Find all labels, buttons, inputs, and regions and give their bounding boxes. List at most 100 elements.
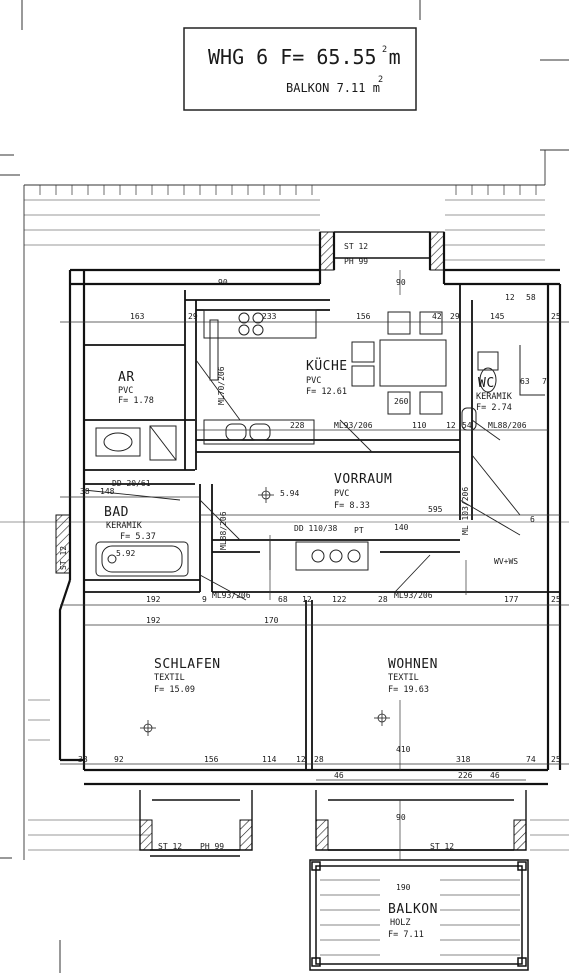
dim-value: 38 bbox=[80, 487, 90, 496]
label-ml: ML93/206 bbox=[394, 591, 433, 600]
label-dd: DD 110/38 bbox=[294, 524, 338, 533]
door-swings bbox=[83, 359, 521, 601]
room-ar: AR PVC F= 1.78 bbox=[118, 370, 154, 406]
dormers bbox=[139, 231, 527, 857]
wc-fixtures bbox=[461, 345, 545, 431]
center-marks bbox=[140, 487, 390, 736]
kitchen-counter bbox=[203, 309, 317, 445]
balcony bbox=[309, 859, 529, 971]
label-ph99: PH 99 bbox=[200, 842, 224, 851]
room-wohnen: WOHNEN TEXTIL F= 19.63 bbox=[388, 657, 438, 695]
dim-value: 46 bbox=[334, 771, 344, 780]
roof-eaves bbox=[23, 150, 569, 860]
dim-value: 38 bbox=[78, 755, 88, 764]
technical-labels: ST 12 PH 99 ST 12 PH 99 ST 12 ML93/206 M… bbox=[59, 242, 527, 851]
dim-value: 140 bbox=[394, 523, 409, 532]
label-dd: DD 20/61 bbox=[112, 479, 151, 488]
dim-value: 90 bbox=[396, 278, 406, 287]
dim-value: 46 bbox=[490, 771, 500, 780]
room-vorraum-name: VORRAUM bbox=[334, 472, 392, 487]
label-ml: ML93/206 bbox=[212, 591, 251, 600]
chimney-block bbox=[269, 540, 369, 571]
dim-value: 163 bbox=[130, 312, 145, 321]
dim-value: 58 bbox=[526, 293, 536, 302]
dim-value: 12 bbox=[302, 595, 312, 604]
dim-value: 192 bbox=[146, 616, 161, 625]
room-schlafen-floor: TEXTIL bbox=[154, 673, 185, 683]
window-jambs bbox=[55, 231, 527, 851]
dim-value: 6 bbox=[530, 515, 535, 524]
room-schlafen: SCHLAFEN TEXTIL F= 15.09 bbox=[154, 657, 221, 695]
room-kuche-area: F= 12.61 bbox=[306, 387, 347, 397]
dim-value: 114 bbox=[262, 755, 277, 764]
label-st12: ST 12 bbox=[158, 842, 182, 851]
dim-value: 28 bbox=[378, 595, 388, 604]
label-ph99: PH 99 bbox=[344, 257, 368, 266]
dim-value: 25 bbox=[551, 755, 561, 764]
dim-value: 54 bbox=[462, 421, 472, 430]
dim-value: 29 bbox=[450, 312, 460, 321]
room-wohnen-name: WOHNEN bbox=[388, 657, 438, 672]
room-wc-floor: KERAMIK bbox=[476, 392, 513, 402]
dim-value: 5.92 bbox=[116, 549, 135, 558]
dim-value: 28 bbox=[314, 755, 324, 764]
dim-value: 318 bbox=[456, 755, 471, 764]
dim-value: 25 bbox=[551, 312, 561, 321]
dim-value: 5.94 bbox=[280, 489, 299, 498]
label-st12: ST 12 bbox=[430, 842, 454, 851]
dim-value: 148 bbox=[100, 487, 115, 496]
dim-value: 233 bbox=[262, 312, 277, 321]
label-st12: ST 12 bbox=[344, 242, 368, 251]
dim-value: 177 bbox=[504, 595, 519, 604]
room-bad-name: BAD bbox=[104, 505, 129, 520]
room-balkon-floor: HOLZ bbox=[390, 918, 410, 928]
label-wv-ws: WV+WS bbox=[494, 557, 518, 566]
room-wohnen-floor: TEXTIL bbox=[388, 673, 419, 683]
balcony-area-title: BALKON 7.11 m bbox=[286, 81, 380, 95]
dim-value: 260 bbox=[394, 397, 409, 406]
bath-fixtures bbox=[95, 425, 189, 577]
dim-value: 12 bbox=[446, 421, 456, 430]
room-ar-area: F= 1.78 bbox=[118, 396, 154, 406]
title-box bbox=[183, 27, 417, 111]
dim-value: 110 bbox=[412, 421, 427, 430]
apartment-title-exp: 2 bbox=[382, 45, 387, 55]
dim-value: 12 bbox=[505, 293, 515, 302]
dim-value: 9 bbox=[202, 595, 207, 604]
dim-value: 192 bbox=[146, 595, 161, 604]
dining-table bbox=[351, 311, 447, 415]
dim-value: 68 bbox=[278, 595, 288, 604]
dim-value: 122 bbox=[332, 595, 347, 604]
dim-value: 74 bbox=[526, 755, 536, 764]
dim-value: 29 bbox=[188, 312, 198, 321]
dimension-values: 163 29 233 156 42 29 145 25 12 58 90 90 … bbox=[78, 278, 561, 892]
room-bad-area: F= 5.37 bbox=[120, 532, 156, 542]
dim-value: 90 bbox=[396, 813, 406, 822]
room-kuche-floor: PVC bbox=[306, 376, 321, 386]
room-balkon: BALKON HOLZ F= 7.11 bbox=[388, 902, 438, 940]
room-wc-area: F= 2.74 bbox=[476, 403, 512, 413]
dim-value: 63 bbox=[520, 377, 530, 386]
dim-value: 595 bbox=[428, 505, 443, 514]
label-ml: ML88/206 bbox=[488, 421, 527, 430]
label-ml-vertical: ML88/206 bbox=[219, 511, 228, 550]
room-wohnen-area: F= 19.63 bbox=[388, 685, 429, 695]
label-ml-vertical: ML 103/206 bbox=[461, 487, 470, 535]
room-wc-name: WC bbox=[478, 376, 495, 391]
dim-value: 190 bbox=[396, 883, 411, 892]
dim-value: 7 bbox=[542, 377, 547, 386]
dim-value: 92 bbox=[114, 755, 124, 764]
dim-value: 410 bbox=[396, 745, 411, 754]
dimension-lines bbox=[0, 270, 569, 860]
room-balkon-name: BALKON bbox=[388, 902, 438, 917]
dim-value: 145 bbox=[490, 312, 505, 321]
room-schlafen-name: SCHLAFEN bbox=[154, 657, 221, 672]
room-bad: BAD KERAMIK F= 5.37 bbox=[104, 505, 156, 542]
dim-value: 90 bbox=[218, 278, 228, 287]
room-bad-floor: KERAMIK bbox=[106, 521, 143, 531]
room-vorraum: VORRAUM PVC F= 8.33 bbox=[334, 472, 392, 511]
room-kuche-name: KÜCHE bbox=[306, 357, 348, 374]
dim-value: 228 bbox=[290, 421, 305, 430]
room-ar-name: AR bbox=[118, 370, 135, 385]
